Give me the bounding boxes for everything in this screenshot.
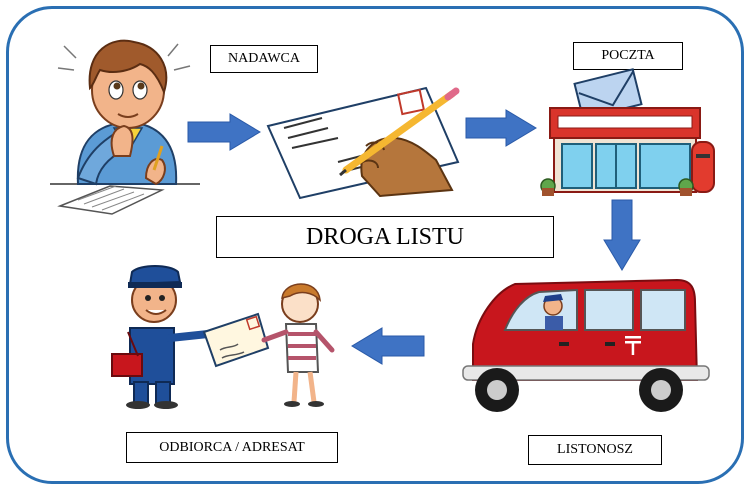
sender-boy-illustration [50, 39, 200, 215]
arrow-right-2 [465, 109, 537, 147]
mail-van-illustration [462, 278, 710, 412]
diagram-title: DROGA LISTU [216, 216, 554, 258]
post-office-illustration [540, 68, 715, 196]
envelope-writing-illustration [266, 86, 460, 200]
arrow-down [603, 199, 641, 271]
postman-delivery-illustration [111, 265, 335, 409]
arrow-right-1 [187, 113, 261, 151]
label-recipient: ODBIORCA / ADRESAT [126, 432, 338, 463]
arrow-left [351, 327, 425, 365]
diagram-frame [6, 6, 744, 484]
label-sender: NADAWCA [210, 45, 318, 73]
label-post-office: POCZTA [573, 42, 683, 70]
label-postman: LISTONOSZ [528, 435, 662, 465]
